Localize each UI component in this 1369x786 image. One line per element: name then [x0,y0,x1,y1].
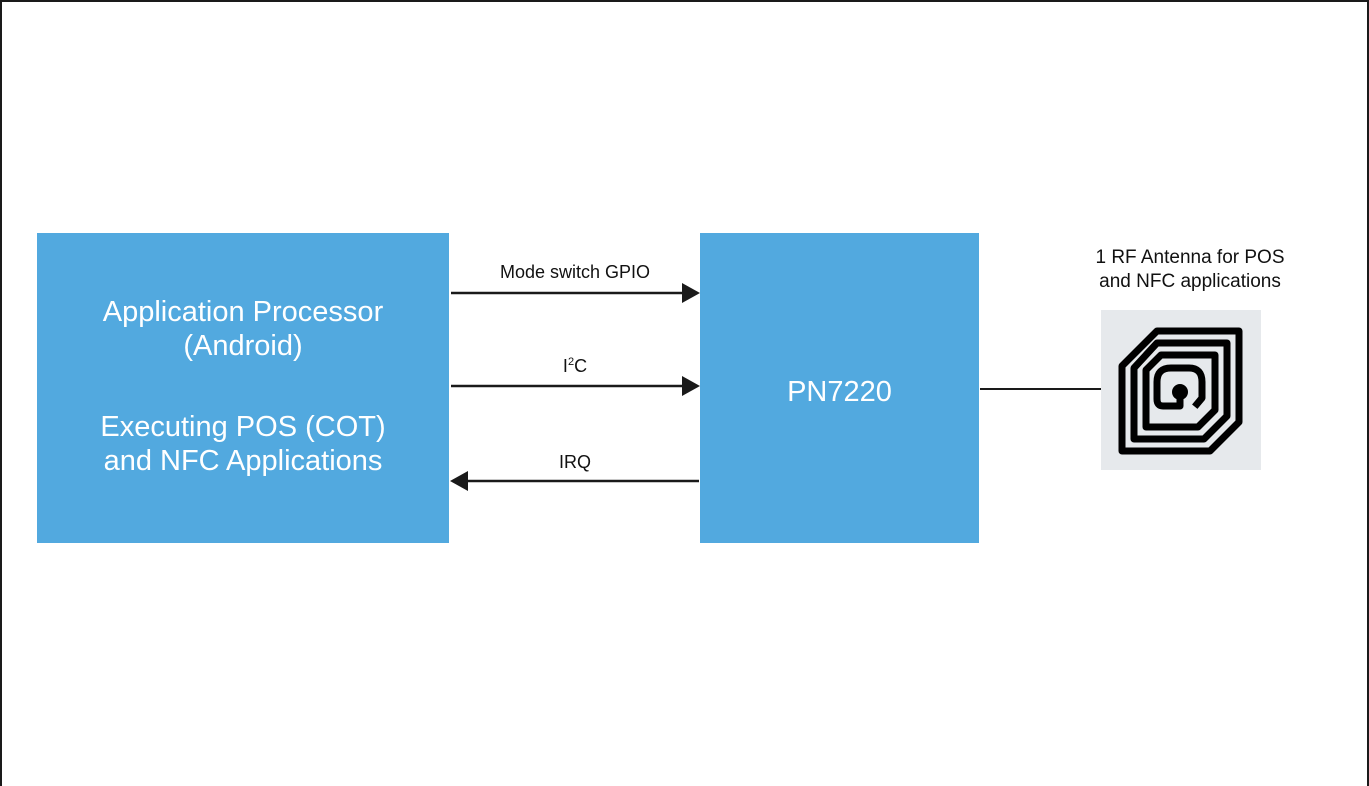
antenna-caption-line-2: and NFC applications [1099,271,1281,292]
irq-arrow [450,471,699,491]
application-processor-block: Application Processor (Android) Executin… [37,233,449,543]
pn7220-block: PN7220 [700,233,979,543]
i2c-arrow [451,376,700,396]
application-processor-exec-line-2: and NFC Applications [103,445,383,477]
i2c-link-label: I2C [450,356,700,377]
nfc-antenna-icon [1101,310,1261,470]
application-processor-subtitle: (Android) [183,330,303,362]
i2c-label-suffix: C [574,356,588,376]
application-processor-exec-line-1: Executing POS (COT) [100,411,386,443]
application-processor-title: Application Processor [102,296,384,328]
gpio-link-label: Mode switch GPIO [499,262,651,282]
antenna-caption: 1 RF Antenna for POS and NFC application… [1040,246,1340,294]
i2c-label-prefix: I [562,356,568,376]
pn7220-title: PN7220 [787,376,892,408]
gpio-arrow [451,283,700,303]
irq-link-label: IRQ [558,452,591,472]
antenna-caption-line-1: 1 RF Antenna for POS [1095,247,1285,268]
i2c-label-superscript: 2 [567,356,575,368]
